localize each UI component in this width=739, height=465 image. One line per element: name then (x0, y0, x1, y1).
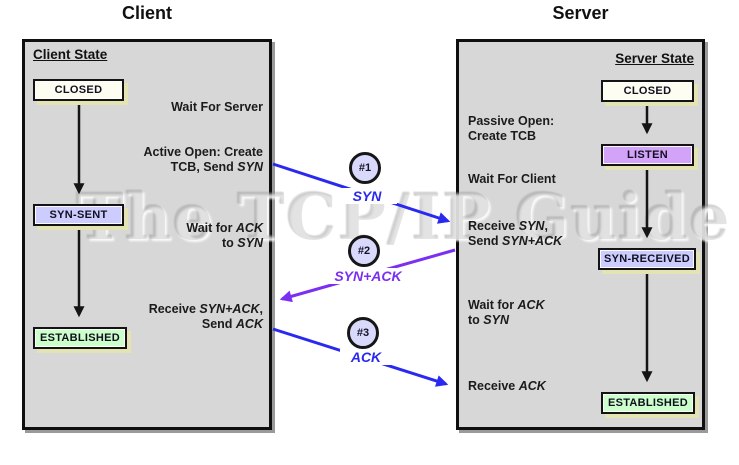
annotation-wait-for-server: Wait For Server (91, 100, 263, 115)
annotation-line: Active Open: Create (91, 145, 263, 160)
server-state-established: ESTABLISHED (601, 392, 695, 414)
client-panel (22, 39, 272, 430)
text-fragment-italic: SYN (237, 159, 263, 174)
text-fragment: Send (201, 316, 236, 331)
annotation-line: Wait For Client (468, 172, 556, 186)
text-fragment: Receive (468, 379, 519, 393)
annotation-line: Wait for ACK (91, 221, 263, 236)
server-state-closed: CLOSED (601, 80, 694, 102)
text-fragment: Wait for (186, 221, 236, 235)
message-2-badge: #2 (348, 235, 380, 267)
server-panel (456, 39, 705, 430)
client-state-syn-sent: SYN-SENT (33, 204, 124, 226)
message-1-badge: #1 (349, 152, 381, 184)
text-fragment: TCB, Send (170, 159, 238, 174)
annotation-receive-syn: Receive SYN, Send SYN+ACK (468, 219, 618, 248)
server-state-header: Server State (615, 51, 694, 66)
text-fragment-italic: SYN (237, 235, 263, 250)
annotation-line: Passive Open: (468, 114, 555, 128)
text-fragment-italic: SYN (483, 312, 509, 327)
server-state-listen: LISTEN (601, 144, 694, 166)
text-fragment: to (468, 312, 484, 327)
annotation-line: to SYN (91, 236, 263, 251)
server-title: Server (552, 3, 609, 23)
annotation-line: Receive SYN, (468, 219, 618, 234)
annotation-line: Receive ACK (468, 379, 618, 394)
text-fragment-italic: SYN+ACK (199, 302, 260, 316)
text-fragment: Active Open: Create (143, 145, 263, 159)
ack-message-label: ACK (340, 349, 392, 365)
annotation-line: Send SYN+ACK (468, 234, 618, 249)
text-fragment-italic: ACK (235, 221, 263, 235)
text-fragment: Wait for (468, 298, 518, 312)
text-fragment-italic: SYN (518, 219, 545, 233)
text-fragment: , (544, 219, 548, 233)
annotation-line: Send ACK (91, 317, 263, 332)
annotation-client-wait-for-ack: Wait for ACK to SYN (91, 221, 263, 250)
annotation-line: Create TCB (468, 128, 537, 143)
syn-message-label: SYN (337, 188, 397, 204)
annotation-passive-open: Passive Open: Create TCB (468, 114, 618, 143)
annotation-receive-synack: Receive SYN+ACK, Send ACK (91, 302, 263, 331)
text-fragment: Send (468, 233, 503, 248)
annotation-line: TCB, Send SYN (91, 160, 263, 175)
annotation-server-wait-for-ack: Wait for ACK to SYN (468, 298, 618, 327)
text-fragment: , (259, 302, 263, 316)
client-state-closed: CLOSED (33, 79, 124, 101)
text-fragment-italic: ACK (235, 316, 263, 331)
client-title: Client (121, 3, 172, 23)
annotation-line: Wait For Server (171, 100, 263, 114)
text-fragment-italic: SYN+ACK (502, 233, 563, 248)
annotation-line: Receive SYN+ACK, (91, 302, 263, 317)
client-state-header: Client State (33, 47, 108, 62)
text-fragment: Receive (148, 302, 200, 316)
annotation-receive-ack: Receive ACK (468, 379, 618, 394)
annotation-wait-for-client: Wait For Client (468, 172, 618, 187)
annotation-line: to SYN (468, 313, 618, 328)
server-state-syn-received: SYN-RECEIVED (598, 248, 696, 270)
client-state-established: ESTABLISHED (33, 327, 127, 349)
synack-message-label: SYN+ACK (323, 268, 413, 284)
text-fragment: to (222, 235, 238, 250)
text-fragment: Receive (468, 219, 519, 233)
annotation-line: Wait for ACK (468, 298, 618, 313)
annotation-active-open: Active Open: Create TCB, Send SYN (91, 145, 263, 174)
text-fragment-italic: ACK (518, 379, 546, 393)
message-3-badge: #3 (347, 317, 379, 349)
text-fragment-italic: ACK (517, 298, 545, 312)
